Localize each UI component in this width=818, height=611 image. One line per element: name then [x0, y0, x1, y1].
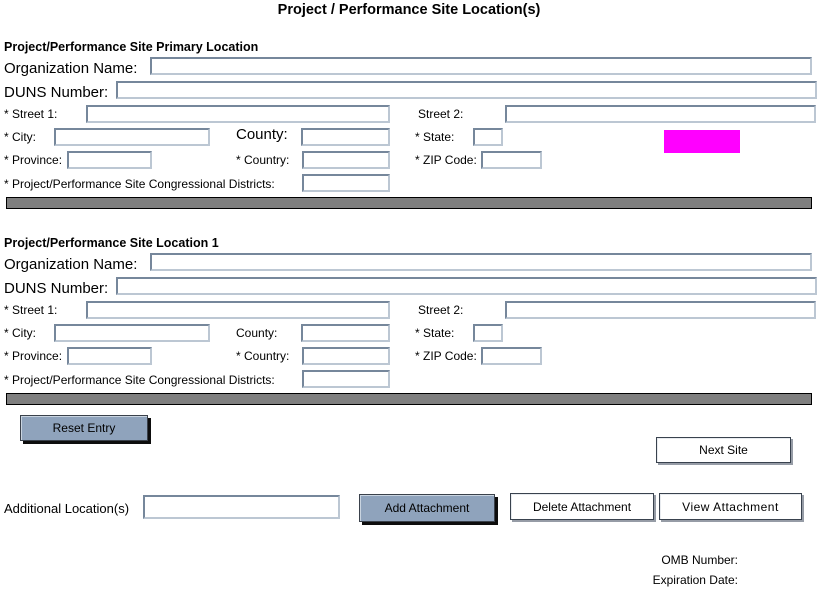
county-input[interactable]	[301, 128, 390, 146]
congressional-districts-label: * Project/Performance Site Congressional…	[4, 373, 275, 387]
county-label: County:	[236, 126, 288, 143]
zip-code-label: * ZIP Code:	[415, 153, 477, 167]
delete-attachment-button[interactable]: Delete Attachment	[510, 493, 654, 520]
street1-input[interactable]	[86, 105, 390, 123]
organization-name-input[interactable]	[150, 253, 812, 271]
state-input[interactable]	[473, 128, 503, 146]
city-label: * City:	[4, 326, 37, 340]
congressional-districts-input[interactable]	[302, 174, 390, 192]
section-divider-bar	[6, 197, 812, 209]
province-input[interactable]	[67, 151, 152, 169]
city-label: * City:	[4, 130, 37, 144]
add-attachment-button[interactable]: Add Attachment	[359, 494, 495, 522]
highlight-box	[664, 130, 740, 153]
zip-code-input[interactable]	[481, 347, 542, 365]
view-attachment-button[interactable]: View Attachment	[659, 493, 802, 520]
omb-block: OMB Number: Expiration Date:	[538, 550, 738, 590]
organization-name-label: Organization Name:	[4, 60, 138, 77]
reset-entry-button[interactable]: Reset Entry	[20, 415, 148, 441]
expiration-date-label: Expiration Date:	[652, 573, 738, 587]
province-input[interactable]	[67, 347, 152, 365]
street2-input[interactable]	[505, 105, 816, 123]
street2-label: Street 2:	[418, 303, 464, 317]
zip-code-label: * ZIP Code:	[415, 349, 477, 363]
province-label: * Province:	[4, 349, 63, 363]
state-input[interactable]	[473, 324, 503, 342]
city-input[interactable]	[54, 128, 210, 146]
zip-code-input[interactable]	[481, 151, 542, 169]
street2-label: Street 2:	[418, 107, 464, 121]
state-label: * State:	[415, 326, 455, 340]
street2-input[interactable]	[505, 301, 816, 319]
next-site-button[interactable]: Next Site	[656, 437, 791, 463]
additional-locations-input[interactable]	[143, 495, 340, 519]
street1-label: * Street 1:	[4, 303, 58, 317]
additional-locations-label: Additional Location(s)	[4, 501, 130, 516]
street1-label: * Street 1:	[4, 107, 58, 121]
organization-name-input[interactable]	[150, 57, 812, 75]
state-label: * State:	[415, 130, 455, 144]
page-title: Project / Performance Site Location(s)	[277, 2, 541, 18]
section-divider-bar	[6, 393, 812, 405]
province-label: * Province:	[4, 153, 63, 167]
city-input[interactable]	[54, 324, 210, 342]
section-header: Project/Performance Site Primary Locatio…	[4, 40, 259, 54]
duns-number-input[interactable]	[116, 277, 817, 295]
duns-number-label: DUNS Number:	[4, 280, 109, 297]
organization-name-label: Organization Name:	[4, 256, 138, 273]
section-header: Project/Performance Site Location 1	[4, 236, 219, 250]
site-primary-location-section: Project/Performance Site Primary Locatio…	[0, 40, 818, 212]
congressional-districts-input[interactable]	[302, 370, 390, 388]
duns-number-input[interactable]	[116, 81, 817, 99]
county-input[interactable]	[301, 324, 390, 342]
country-input[interactable]	[302, 151, 390, 169]
country-label: * Country:	[236, 349, 290, 363]
county-label: County:	[236, 326, 278, 340]
duns-number-label: DUNS Number:	[4, 84, 109, 101]
omb-number-label: OMB Number:	[661, 553, 738, 567]
street1-input[interactable]	[86, 301, 390, 319]
country-input[interactable]	[302, 347, 390, 365]
site-location-1-section: Project/Performance Site Location 1 Orga…	[0, 236, 818, 408]
congressional-districts-label: * Project/Performance Site Congressional…	[4, 177, 275, 191]
country-label: * Country:	[236, 153, 290, 167]
